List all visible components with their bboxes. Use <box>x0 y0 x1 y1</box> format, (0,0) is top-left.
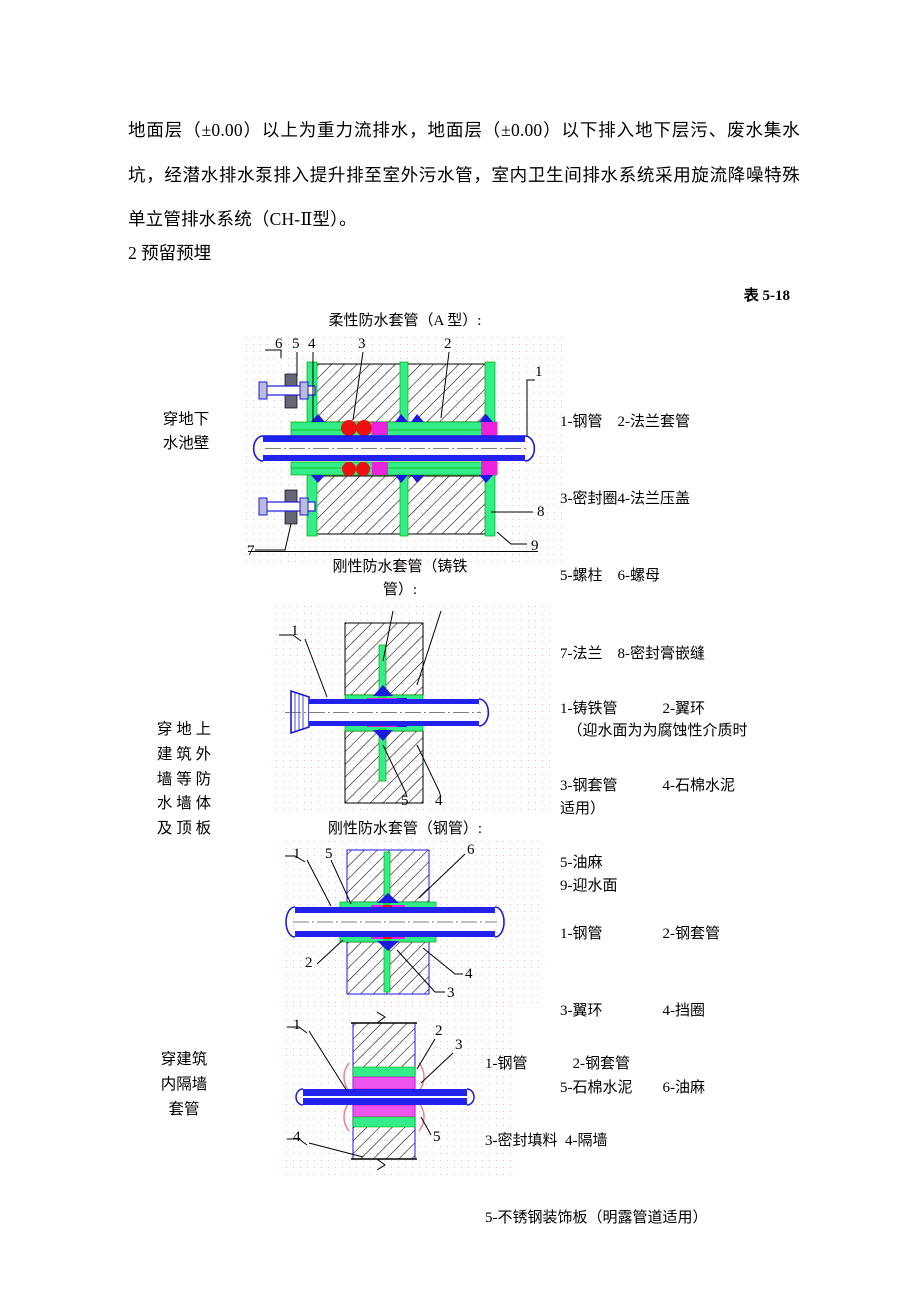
legend-line: 9-迎水面 <box>560 877 618 894</box>
legend-line: 适用） <box>560 800 606 817</box>
row-label-2: 穿 地 上建 筑 外墙 等 防水 墙 体及 顶 板 <box>156 721 212 838</box>
figure-rigid-sleeve-cast-iron: 1 5 4 <box>275 605 555 810</box>
callout-3: 3 <box>455 1037 463 1053</box>
callout-9: 9 <box>531 538 539 554</box>
legend-line: 1-铸铁管 2-翼环 <box>560 700 705 717</box>
legend-line: 5-螺柱 6-螺母 <box>560 568 660 585</box>
row-divider-1 <box>248 551 538 552</box>
body-paragraph: 地面层（±0.00）以上为重力流排水，地面层（±0.00）以下排入地下层污、废水… <box>128 120 800 230</box>
callout-6: 6 <box>467 842 475 858</box>
legend-line: 5-不锈钢装饰板（明露管道适用） <box>485 1210 708 1227</box>
figure-partition-wall-sleeve: 1 2 3 4 5 <box>285 1005 515 1175</box>
callout-2: 2 <box>435 1023 443 1039</box>
legend-4: 1-钢管 2-钢套管 3-密封填料 4-隔墙 5-不锈钢装饰板（明露管道适用） <box>485 1000 708 1284</box>
row-label-4: 穿建筑内隔墙套管 <box>160 1051 208 1119</box>
figure-title-3: 刚性防水套管（钢管）: <box>327 821 483 837</box>
callout-4: 4 <box>435 793 443 809</box>
legend-line: 1-钢管 2-钢套管 <box>485 1055 630 1072</box>
callout-1: 1 <box>291 623 299 639</box>
callout-5: 5 <box>292 336 300 352</box>
legend-2: 1-铸铁管 2-翼环 3-钢套管 4-石棉水泥 5-油麻 <box>560 645 735 929</box>
legend-line: 3-密封圈4-法兰压盖 <box>560 490 690 507</box>
callout-2: 2 <box>444 336 452 352</box>
legend-line: 3-钢套管 4-石棉水泥 <box>560 777 735 794</box>
callout-5: 5 <box>325 846 333 862</box>
callout-3: 3 <box>358 336 366 352</box>
callout-1: 1 <box>535 364 543 380</box>
figure-rigid-sleeve-steel: 1 5 6 2 4 3 <box>285 840 545 1005</box>
callout-2: 2 <box>305 955 313 971</box>
callout-8: 8 <box>537 504 545 520</box>
section-heading: 2 预留预埋 <box>128 243 212 263</box>
legend-line: 5-石棉水泥 6-油麻 <box>560 1080 705 1097</box>
callout-6: 6 <box>275 336 283 352</box>
row-label-1: 穿地下水池壁 <box>162 411 210 453</box>
figure-title-2: 刚性防水套管（铸铁管）: <box>332 559 468 598</box>
figure-flexible-sleeve-a: 6 5 4 3 2 1 8 9 7 <box>245 336 565 566</box>
callout-4: 4 <box>293 1129 301 1145</box>
legend-line: 3-密封填料 4-隔墙 <box>485 1132 608 1149</box>
table-number: 表 5-18 <box>743 288 790 304</box>
legend-line: （迎水面为为腐蚀性介质时 <box>560 723 748 740</box>
legend-1: 1-钢管 2-法兰套管 3-密封圈4-法兰压盖 5-螺柱 6-螺母 7-法兰 8… <box>560 358 748 951</box>
callout-1: 1 <box>293 1017 301 1033</box>
callout-3: 3 <box>447 985 455 1001</box>
legend-3: 1-钢管 2-钢套管 3-翼环 4-挡圈 5-石棉水泥 6-油麻 <box>560 870 720 1154</box>
callout-1: 1 <box>293 846 301 862</box>
legend-line: 3-翼环 4-挡圈 <box>560 1002 705 1019</box>
legend-line: 1-钢管 2-法兰套管 <box>560 413 690 430</box>
callout-5: 5 <box>401 793 409 809</box>
figure-title-1: 柔性防水套管（A 型）: <box>328 313 482 329</box>
legend-line: 5-油麻 <box>560 855 603 872</box>
legend-line: 1-钢管 2-钢套管 <box>560 925 720 942</box>
callout-5: 5 <box>433 1129 441 1145</box>
legend-line: 7-法兰 8-密封膏嵌缝 <box>560 645 705 662</box>
callout-4: 4 <box>308 336 316 352</box>
callout-4: 4 <box>465 966 473 982</box>
